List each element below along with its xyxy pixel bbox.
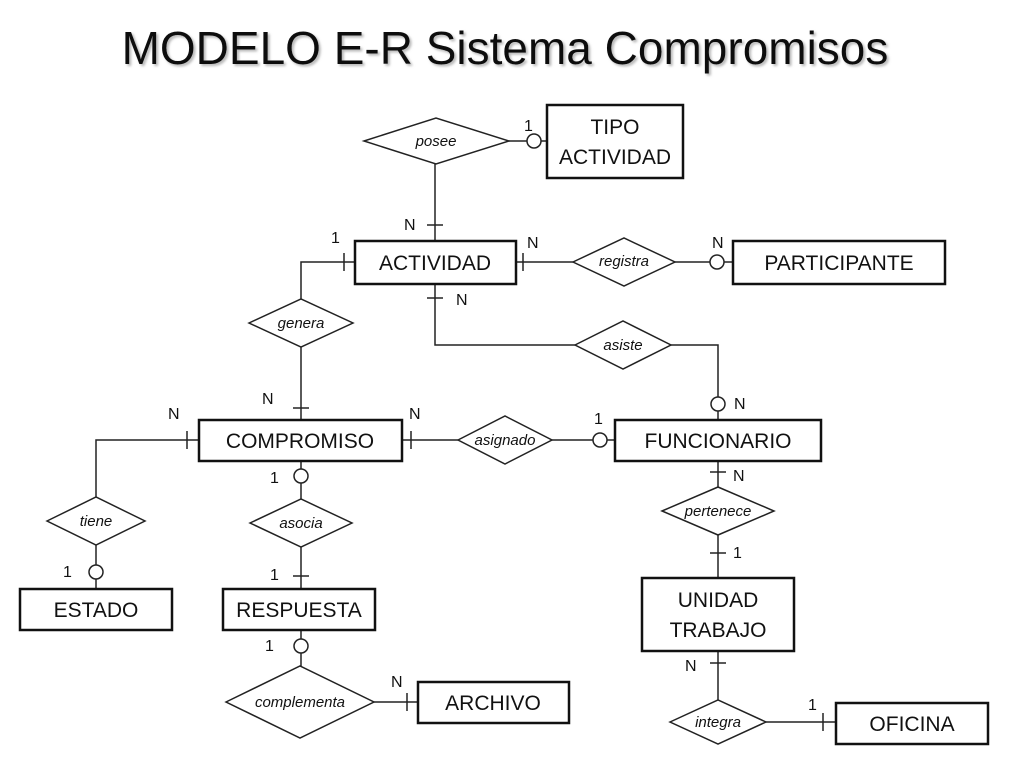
relationship-asiste: asiste xyxy=(573,320,673,370)
card-asiste-funcionario: N xyxy=(734,396,746,413)
relationship-integra: integra xyxy=(668,699,768,745)
relationship-asocia: asocia xyxy=(248,498,354,548)
entity-participante: PARTICIPANTE xyxy=(731,239,947,286)
circle-funcionario-asiste xyxy=(710,396,726,412)
card-asocia-compromiso: 1 xyxy=(270,470,279,487)
card-complementa-respuesta: 1 xyxy=(265,638,274,655)
svg-text:ARCHIVO: ARCHIVO xyxy=(445,692,541,715)
svg-text:ACTIVIDAD: ACTIVIDAD xyxy=(559,146,671,169)
card-asignado-compromiso: N xyxy=(409,406,421,423)
card-posee-tipo: 1 xyxy=(524,118,533,135)
cardinality-labels: 1 N N N 1 N N N N 1 N 1 1 1 N 1 1 N N 1 xyxy=(63,118,817,714)
entity-oficina: OFICINA xyxy=(834,701,990,746)
svg-text:registra: registra xyxy=(599,253,649,270)
card-tiene-compromiso: N xyxy=(168,406,180,423)
svg-text:complementa: complementa xyxy=(255,694,345,711)
cardinality-ticks xyxy=(186,224,824,731)
svg-text:COMPROMISO: COMPROMISO xyxy=(226,430,374,453)
card-pertenece-unidad: 1 xyxy=(733,545,742,562)
card-pertenece-funcionario: N xyxy=(733,468,745,485)
card-integra-unidad: N xyxy=(685,658,697,675)
svg-text:TRABAJO: TRABAJO xyxy=(670,619,767,642)
entity-unidad-trabajo: UNIDAD TRABAJO xyxy=(640,576,796,653)
card-genera-actividad: 1 xyxy=(331,230,340,247)
svg-text:tiene: tiene xyxy=(80,513,113,530)
entity-compromiso: COMPROMISO xyxy=(197,418,404,463)
card-asiste-actividad: N xyxy=(456,292,468,309)
entity-respuesta: RESPUESTA xyxy=(221,587,377,632)
svg-text:FUNCIONARIO: FUNCIONARIO xyxy=(645,430,792,453)
card-tiene-estado: 1 xyxy=(63,564,72,581)
circle-participante xyxy=(709,254,725,270)
relationship-complementa: complementa xyxy=(224,665,376,739)
svg-text:TIPO: TIPO xyxy=(590,116,639,139)
relationship-registra: registra xyxy=(571,237,677,287)
relationship-asignado: asignado xyxy=(456,415,554,465)
card-genera-compromiso: N xyxy=(262,391,274,408)
svg-text:posee: posee xyxy=(415,133,457,150)
entity-archivo: ARCHIVO xyxy=(416,680,571,725)
circle-respuesta xyxy=(293,638,309,654)
svg-text:asignado: asignado xyxy=(475,432,536,449)
card-registra-actividad: N xyxy=(527,235,539,252)
card-asocia-respuesta: 1 xyxy=(270,567,279,584)
entity-funcionario: FUNCIONARIO xyxy=(613,418,823,463)
card-posee-actividad: N xyxy=(404,217,416,234)
svg-text:genera: genera xyxy=(278,315,325,332)
svg-text:integra: integra xyxy=(695,714,741,731)
relationship-genera: genera xyxy=(247,298,355,348)
svg-text:asiste: asiste xyxy=(603,337,642,354)
svg-text:pertenece: pertenece xyxy=(684,503,752,520)
page-title: MODELO E-R Sistema Compromisos xyxy=(122,22,889,74)
svg-text:ESTADO: ESTADO xyxy=(54,599,139,622)
circle-compromiso-asocia xyxy=(293,468,309,484)
relationship-pertenece: pertenece xyxy=(660,486,776,536)
circle-funcionario-asignado xyxy=(592,432,608,448)
entity-actividad: ACTIVIDAD xyxy=(353,239,518,286)
card-integra-oficina: 1 xyxy=(808,697,817,714)
relationship-posee: posee xyxy=(361,117,512,165)
svg-text:OFICINA: OFICINA xyxy=(869,713,954,736)
svg-text:UNIDAD: UNIDAD xyxy=(678,589,759,612)
svg-text:PARTICIPANTE: PARTICIPANTE xyxy=(764,252,913,275)
relationship-tiene: tiene xyxy=(45,496,147,546)
svg-text:ACTIVIDAD: ACTIVIDAD xyxy=(379,252,491,275)
optionality-circles xyxy=(88,133,726,654)
card-asignado-funcionario: 1 xyxy=(594,411,603,428)
svg-text:RESPUESTA: RESPUESTA xyxy=(236,599,362,622)
svg-text:asocia: asocia xyxy=(279,515,322,532)
entity-estado: ESTADO xyxy=(18,587,174,632)
card-registra-participante: N xyxy=(712,235,724,252)
entity-tipo-actividad: TIPO ACTIVIDAD xyxy=(545,103,685,180)
circle-tipo-actividad xyxy=(526,133,542,149)
circle-estado xyxy=(88,564,104,580)
card-complementa-archivo: N xyxy=(391,674,403,691)
